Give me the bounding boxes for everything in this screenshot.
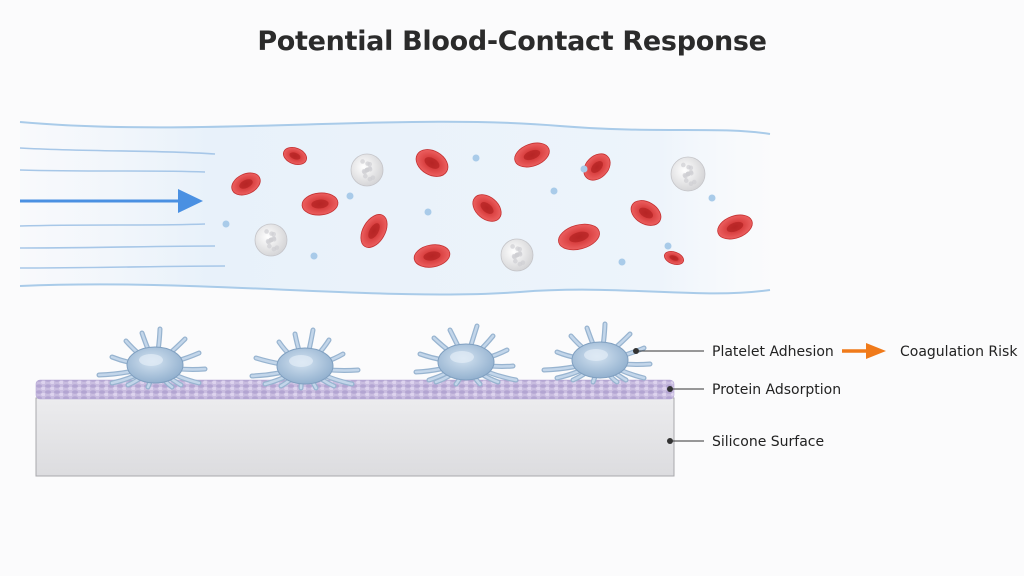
- platelet: [249, 327, 361, 391]
- plasma-particle: [222, 220, 230, 228]
- flow-direction-arrow: [20, 189, 203, 213]
- red-blood-cell: [630, 200, 662, 226]
- red-blood-cell: [514, 142, 550, 168]
- platelet: [541, 321, 653, 385]
- platelet-adhesion-label: Platelet Adhesion: [712, 344, 834, 360]
- red-blood-cell: [301, 192, 339, 216]
- vessel-top-wall: [19, 120, 771, 135]
- plasma-particle: [618, 258, 626, 266]
- white-blood-cell: [670, 156, 706, 192]
- white-blood-cell: [500, 238, 534, 272]
- flow-lines: [19, 147, 226, 269]
- silicone-surface-block: [35, 397, 675, 477]
- plasma-particle: [346, 192, 354, 200]
- plasma-particle: [580, 165, 588, 173]
- risk-arrow: [842, 343, 886, 359]
- red-blood-cell: [231, 172, 261, 196]
- plasma-particle: [424, 208, 432, 216]
- vessel-body: [20, 121, 770, 295]
- platelet: [96, 326, 208, 390]
- plasma-particle: [550, 187, 558, 195]
- red-blood-cell: [558, 223, 600, 251]
- red-blood-cell: [583, 153, 611, 181]
- white-blood-cell: [254, 223, 288, 257]
- vessel-bottom-wall: [19, 283, 771, 296]
- red-blood-cell: [413, 244, 451, 268]
- plasma-particles: [222, 154, 716, 266]
- adhered-platelets: [96, 321, 653, 391]
- red-blood-cell: [415, 149, 449, 177]
- plasma-particle: [472, 154, 480, 162]
- red-blood-cell: [360, 214, 388, 248]
- diagram-title: Potential Blood-Contact Response: [257, 26, 767, 57]
- coagulation-risk-label: Coagulation Risk: [900, 344, 1018, 360]
- red-blood-cell: [663, 251, 685, 265]
- red-blood-cells: [231, 142, 753, 268]
- red-blood-cell: [282, 147, 308, 165]
- protein-adsorption-label: Protein Adsorption: [712, 382, 841, 398]
- blood-flow-region: [19, 120, 771, 296]
- plasma-particle: [664, 242, 672, 250]
- silicone-surface-label: Silicone Surface: [712, 434, 824, 450]
- leader-dots: [633, 348, 673, 444]
- platelet: [413, 323, 519, 387]
- plasma-particle: [310, 252, 318, 260]
- red-blood-cell: [472, 194, 502, 222]
- white-blood-cells: [254, 153, 706, 272]
- plasma-particle: [708, 194, 716, 202]
- white-blood-cell: [350, 153, 384, 187]
- red-blood-cell: [717, 214, 753, 240]
- leader-lines: [636, 350, 704, 442]
